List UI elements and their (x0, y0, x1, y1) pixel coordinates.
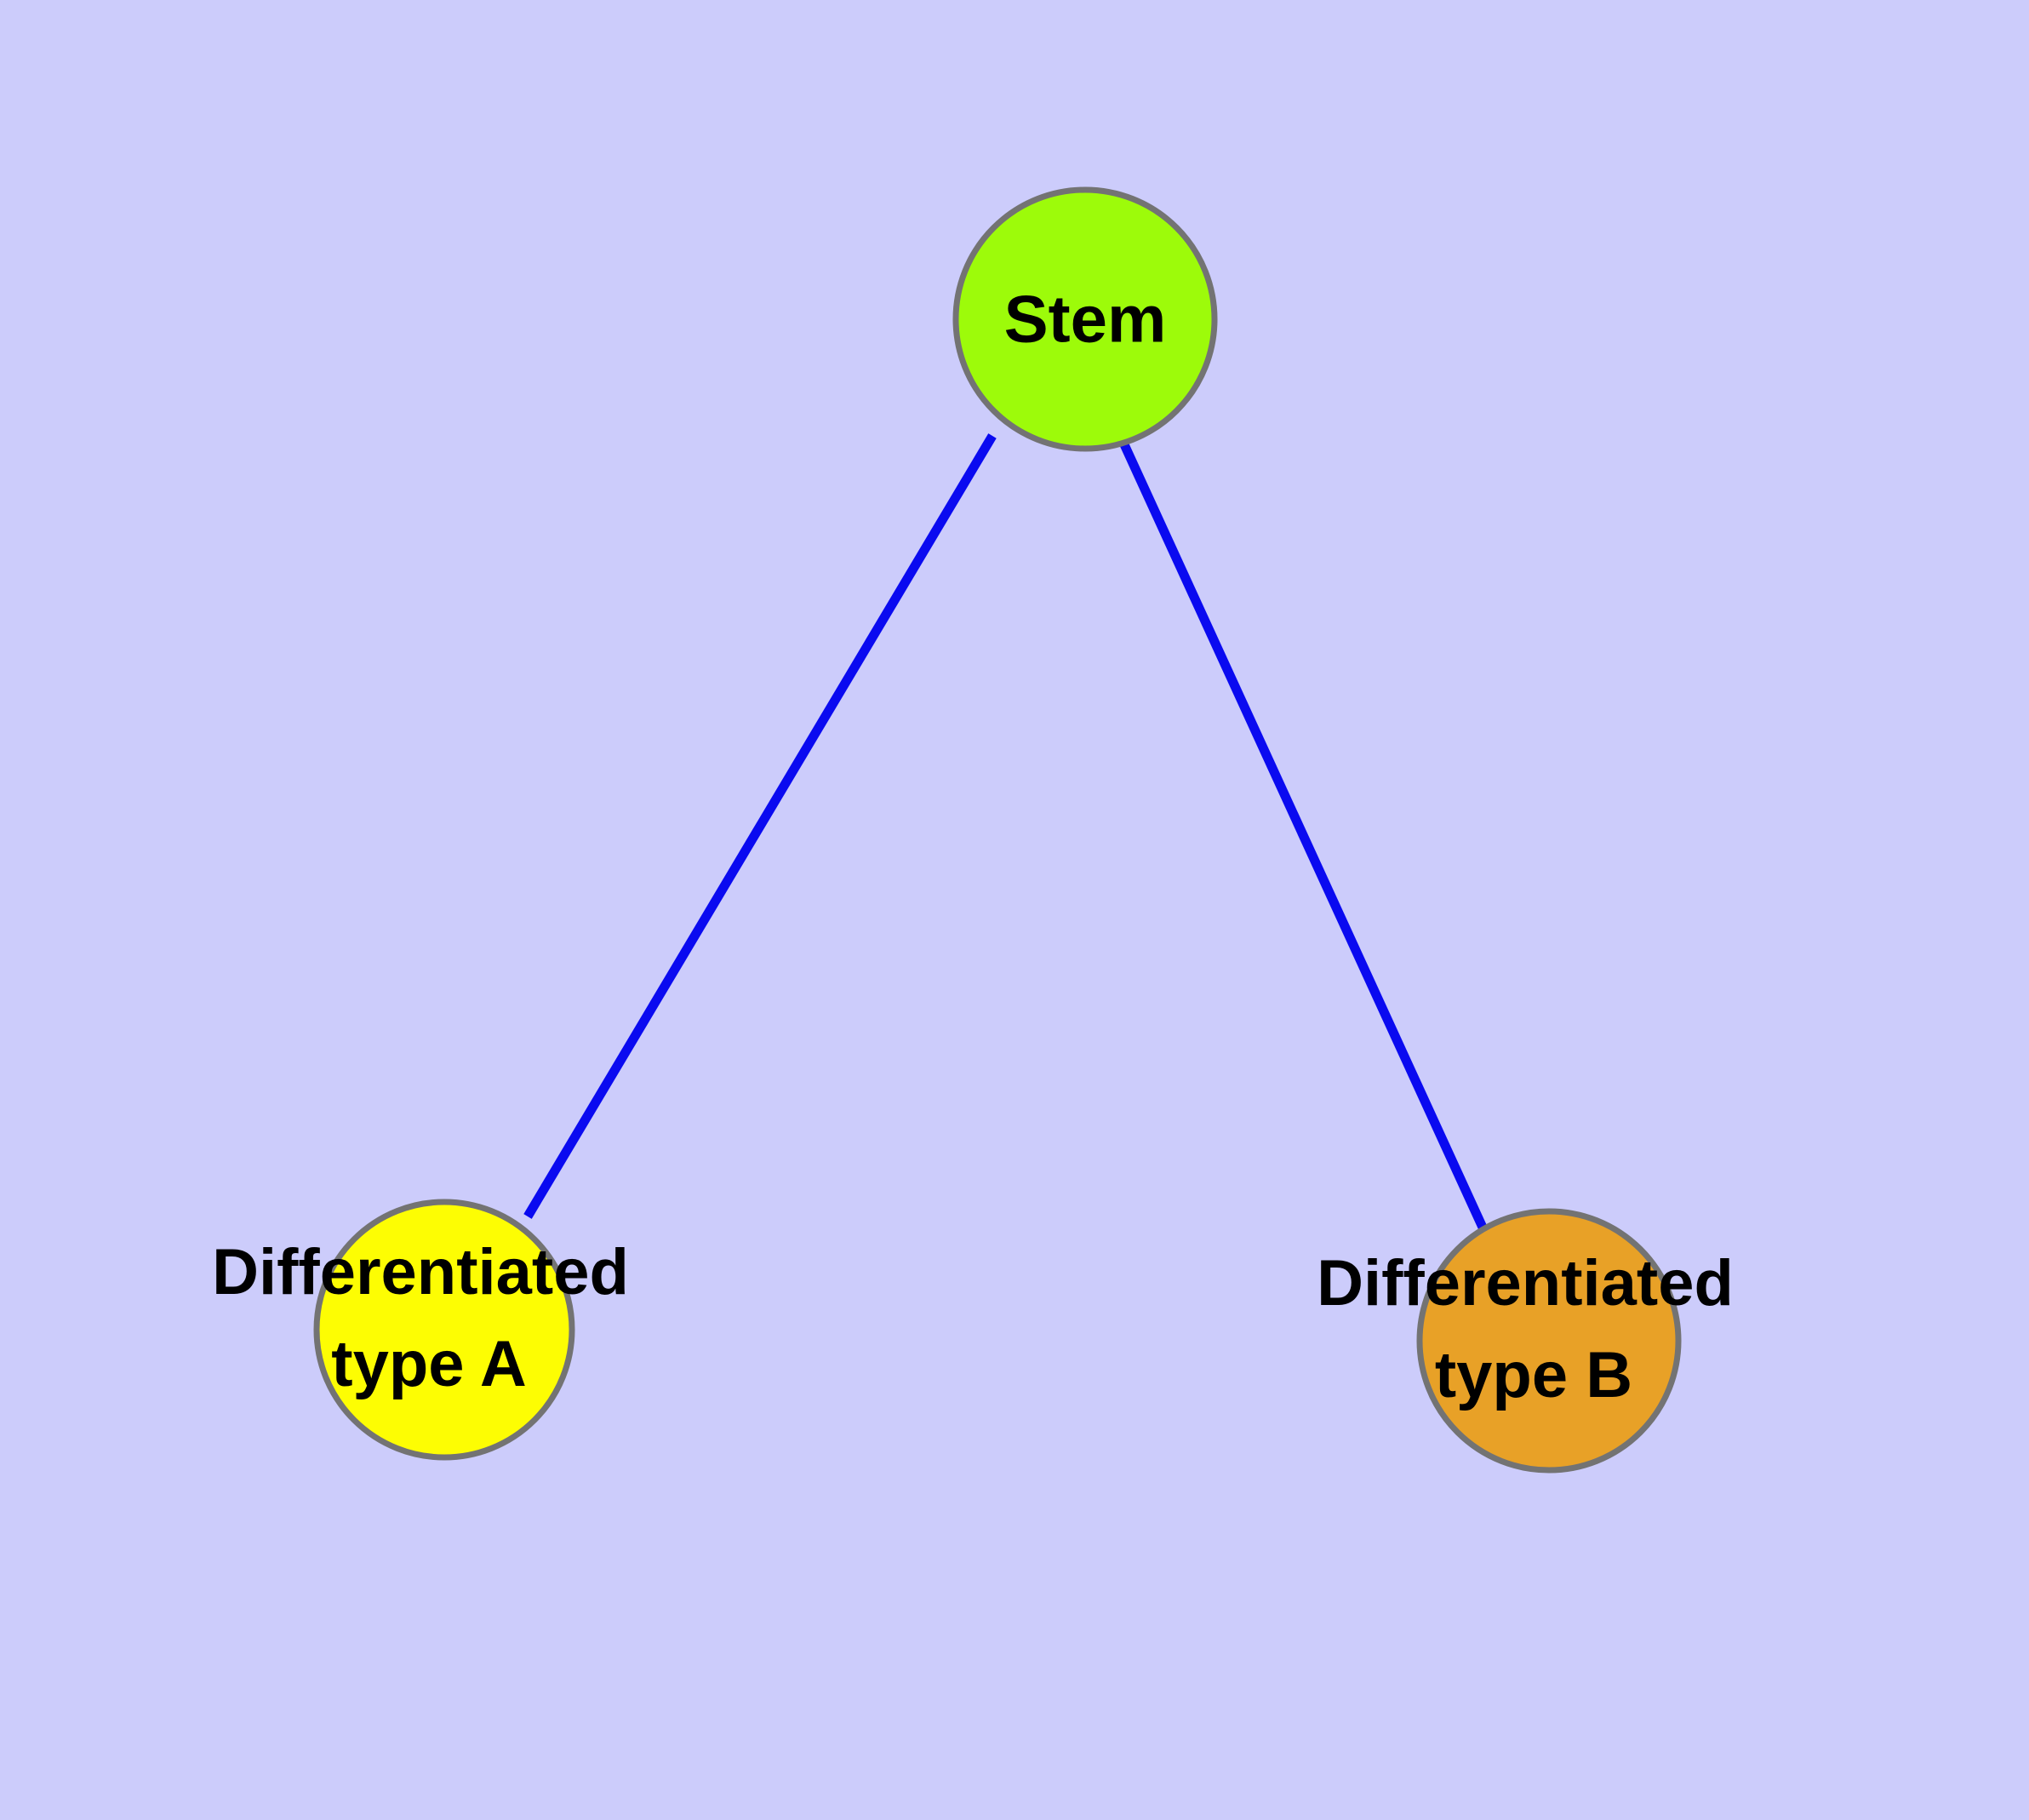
node-stem[interactable]: Stem (952, 186, 1218, 452)
edge-stem-to-differentiated-type-a (523, 433, 997, 1219)
node-differentiated-type-b[interactable]: Differentiated type B (1317, 1208, 1734, 1474)
node-differentiated-type-a-label-line1: Differentiated (212, 1236, 629, 1308)
node-stem-label: Stem (1004, 282, 1167, 357)
edge-group (523, 433, 1489, 1232)
node-differentiated-type-b-label-line2: type B (1435, 1339, 1632, 1411)
node-differentiated-type-a[interactable]: Differentiated type A (212, 1199, 629, 1461)
node-differentiated-type-b-label-line1: Differentiated (1317, 1247, 1734, 1319)
node-differentiated-type-a-label-line2: type A (331, 1328, 526, 1400)
node-differentiated-type-b-circle[interactable] (1416, 1208, 1682, 1474)
node-stem-circle[interactable] (952, 186, 1218, 452)
edge-stem-to-differentiated-type-b (1118, 440, 1489, 1232)
node-differentiated-type-a-circle[interactable] (313, 1199, 575, 1461)
node-group: Stem Differentiated type A Differentiate… (212, 186, 1734, 1474)
